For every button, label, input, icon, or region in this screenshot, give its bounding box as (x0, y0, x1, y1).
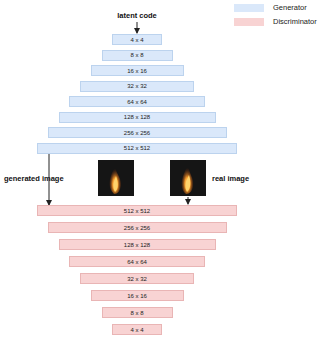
discriminator-layer: 512 x 512 (37, 205, 237, 216)
layer-size: 256 x 256 (124, 225, 150, 231)
layer-size: 4 x 4 (130, 37, 143, 43)
layer-size: 32 x 32 (127, 276, 147, 282)
legend-entry: Discriminator (234, 17, 317, 26)
latent-arrow (137, 22, 138, 33)
legend-text: Discriminator (273, 17, 317, 26)
generator-layer: 256 x 256 (48, 127, 227, 138)
real-image (170, 160, 206, 196)
layer-size: 8 x 8 (130, 52, 143, 58)
generated-image-label: generated image (4, 174, 64, 183)
layer-size: 4 x 4 (130, 327, 143, 333)
discriminator-layer: 8 x 8 (102, 307, 173, 318)
legend-swatch (234, 4, 264, 12)
layer-size: 256 x 256 (124, 130, 150, 136)
generator-layer: 32 x 32 (80, 81, 194, 92)
layer-size: 512 x 512 (124, 208, 150, 214)
generator-layer: 128 x 128 (59, 112, 216, 123)
layer-size: 128 x 128 (124, 114, 150, 120)
real-image-label: real image (212, 174, 249, 183)
layer-size: 64 x 64 (127, 99, 147, 105)
layer-size: 16 x 16 (127, 68, 147, 74)
legend-text: Generator (273, 3, 307, 12)
layer-size: 32 x 32 (127, 83, 147, 89)
generator-layer: 64 x 64 (69, 96, 205, 107)
layer-size: 512 x 512 (124, 145, 150, 151)
legend-swatch (234, 18, 264, 26)
real-image-arrow (188, 197, 189, 204)
generator-layer: 512 x 512 (37, 143, 237, 154)
layer-size: 128 x 128 (124, 242, 150, 248)
generator-layer: 4 x 4 (112, 34, 162, 45)
generated-image (98, 160, 134, 196)
discriminator-layer: 256 x 256 (48, 222, 227, 233)
discriminator-layer: 32 x 32 (80, 273, 194, 284)
layer-size: 16 x 16 (127, 293, 147, 299)
discriminator-layer: 64 x 64 (69, 256, 205, 267)
discriminator-layer: 128 x 128 (59, 239, 216, 250)
discriminator-layer: 16 x 16 (91, 290, 184, 301)
legend-entry: Generator (234, 3, 307, 12)
layer-size: 8 x 8 (130, 310, 143, 316)
generator-layer: 16 x 16 (91, 65, 184, 76)
generator-layer: 8 x 8 (102, 50, 173, 61)
latent-code-label: latent code (117, 11, 157, 20)
discriminator-layer: 4 x 4 (112, 324, 162, 335)
layer-size: 64 x 64 (127, 259, 147, 265)
